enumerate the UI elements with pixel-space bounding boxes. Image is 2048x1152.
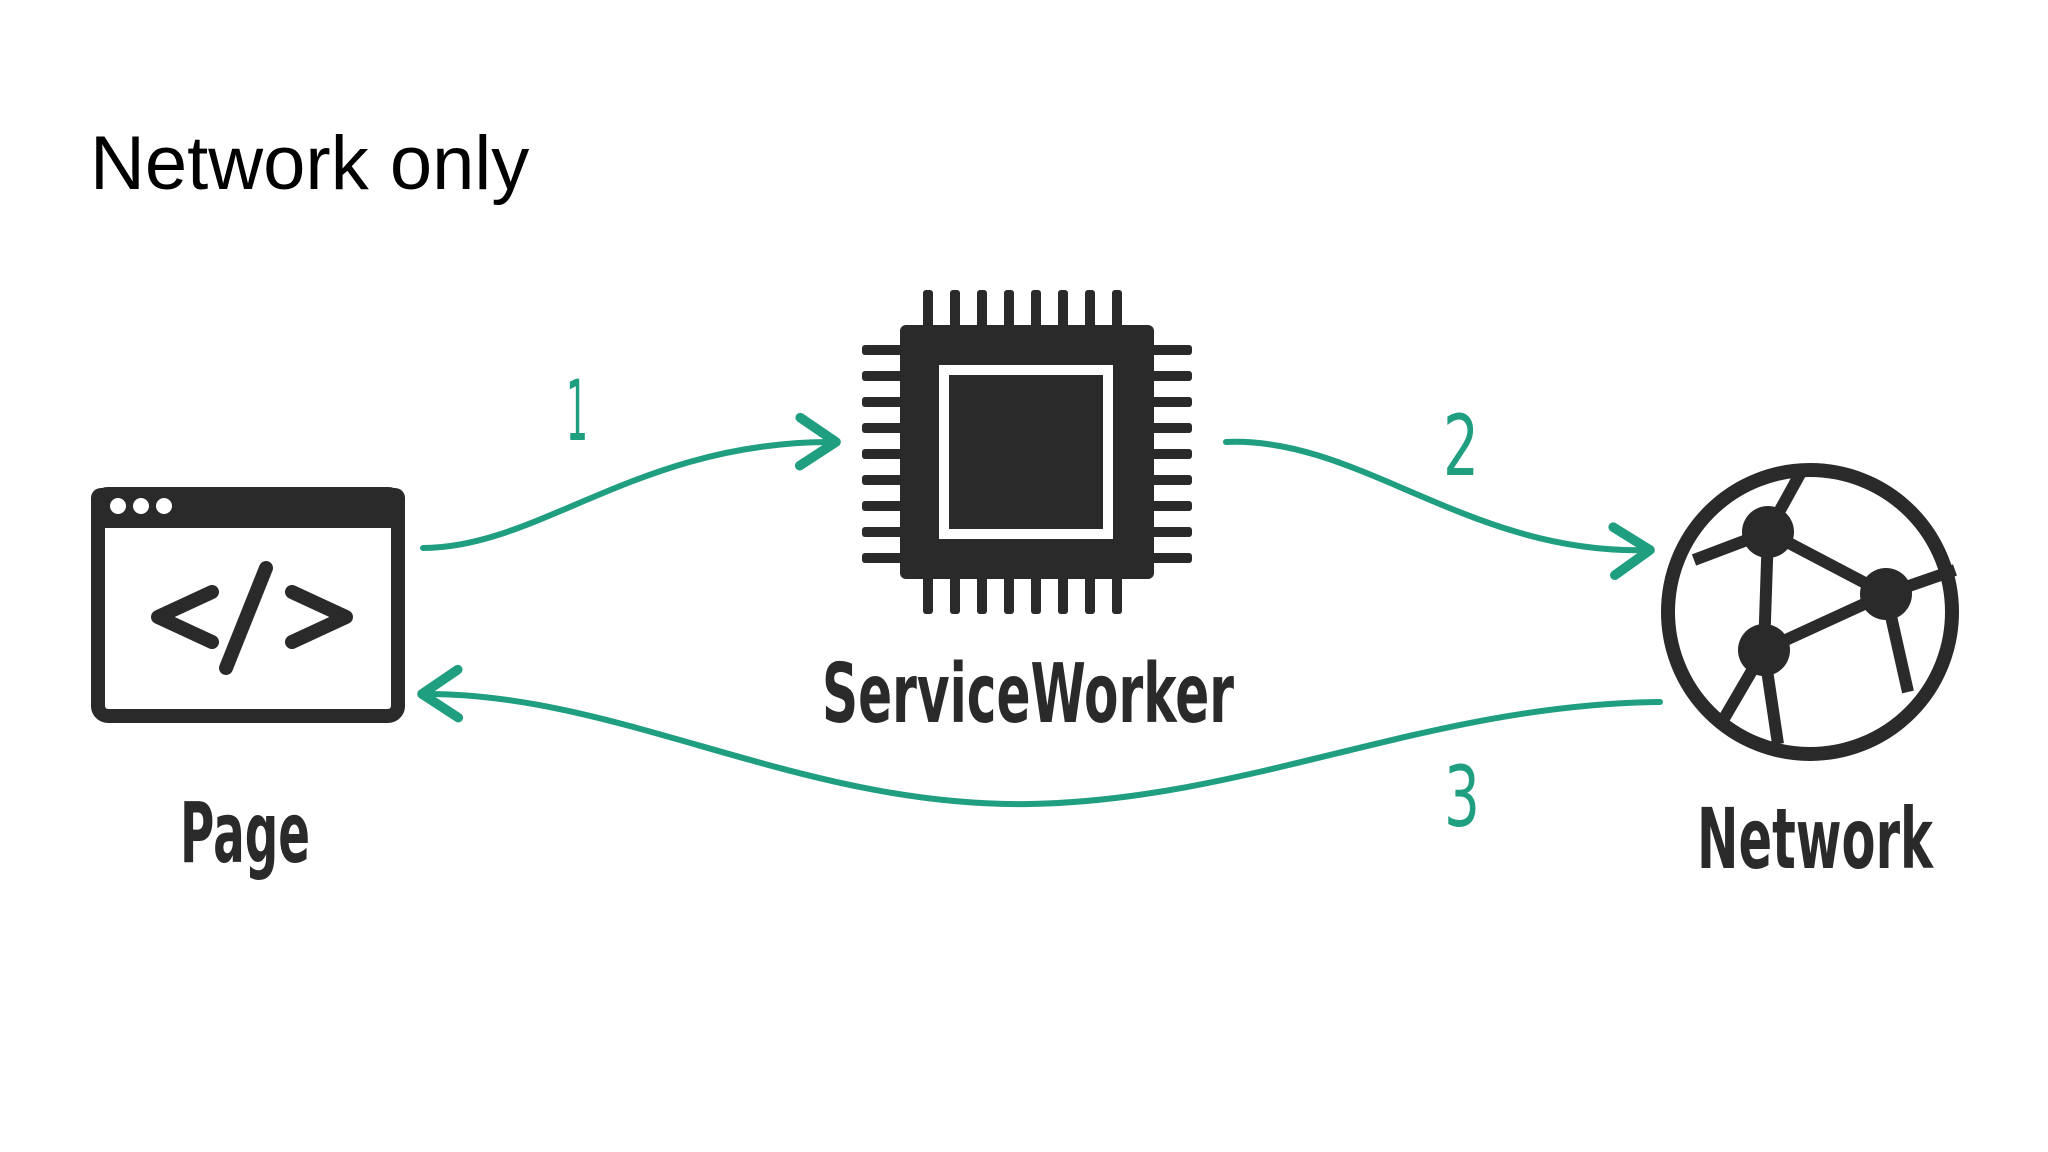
chip-pin [862,527,904,537]
chip-pin [862,423,904,433]
chip-pin [1058,574,1068,614]
globe-network-icon [1661,463,1959,761]
step-arrow-2: 2 [1223,397,1655,580]
chip-pin [1150,475,1192,485]
chip-pin [862,345,904,355]
chip-pin [1150,527,1192,537]
page-node: Page [91,487,405,882]
page-label: Page [180,784,310,882]
network-label: Network [1697,790,1934,888]
step-label-2: 2 [1443,397,1479,495]
chip-pin [1004,290,1014,330]
service-worker-label: ServiceWorker [822,647,1234,742]
arrow-network-to-page [417,664,1663,808]
arrow-page-to-service-worker [420,412,841,551]
step-label-1: 1 [566,362,588,460]
chip-icon [862,290,1192,614]
chip-pin [1112,290,1122,330]
code-window-icon [91,487,405,723]
chip-pin [1085,290,1095,330]
chip-pin [977,574,987,614]
chip-pin [1004,574,1014,614]
chip-pin [862,449,904,459]
chip-pin [862,475,904,485]
service-worker-node: ServiceWorker [822,290,1234,742]
chip-pin [1112,574,1122,614]
chip-pin [1058,290,1068,330]
step-label-3: 3 [1444,748,1480,846]
step-arrow-1: 1 [420,362,841,551]
chip-pin [1150,423,1192,433]
arrow-service-worker-to-network [1223,438,1655,580]
chip-pin [1031,290,1041,330]
chip-pin [1085,574,1095,614]
chip-pin [1150,397,1192,407]
chip-pin [862,501,904,511]
chip-pin [977,290,987,330]
chip-pin [1150,371,1192,381]
chip-pin [1150,345,1192,355]
chip-pin [862,371,904,381]
chip-pin [950,574,960,614]
slide-title: Network only [90,121,530,206]
chip-pin [950,290,960,330]
chip-pin [923,290,933,330]
chip-pin [1150,501,1192,511]
step-arrow-3: 3 [417,664,1663,846]
chip-pin [862,553,904,563]
chip-pin [1150,553,1192,563]
network-node: Network [1661,463,1959,888]
chip-pin [1150,449,1192,459]
chip-pin [862,397,904,407]
chip-pin [923,574,933,614]
chip-pin [1031,574,1041,614]
